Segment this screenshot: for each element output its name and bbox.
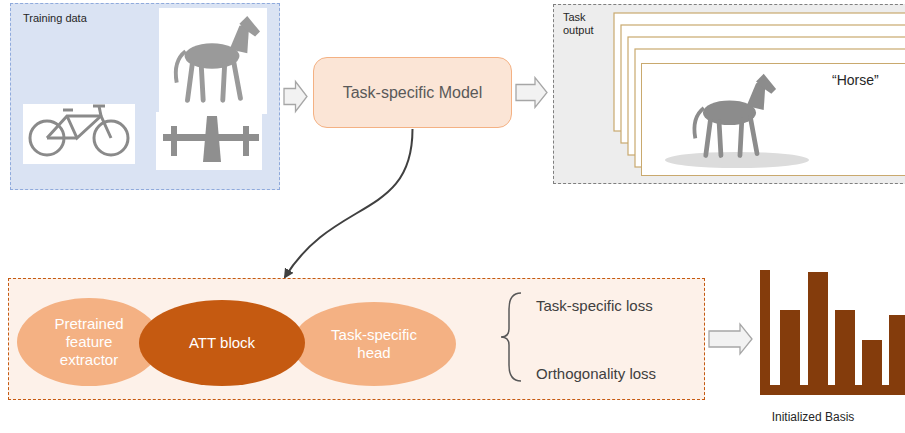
node-label: Task-specific head [319,326,429,362]
loss-label: Task-specific loss [536,297,653,314]
flow-arrow [709,324,752,354]
module-panel: Pretrained feature extractor ATT block Tas… [8,278,705,400]
node-label: Training data [23,12,279,25]
flow-arrow [284,82,307,112]
chart-node: Initialized Basis [758,270,905,430]
flow-arrow [285,129,413,277]
output-panel: Task output “Horse” [553,4,905,184]
training-images [11,4,281,191]
output-card: “Horse” [641,63,905,176]
flow-arrow [516,78,547,108]
loss-label: Orthogonality loss [536,365,656,382]
node-label: Pretrained feature extractor [39,315,139,369]
node-label: “Horse” [832,72,879,89]
node-label: Task-specific Model [343,83,483,102]
module-ellipse: ATT block [138,299,306,387]
process-box: Task-specific Model [313,57,512,128]
node-label: ATT block [162,334,282,352]
node-label: Task output [563,11,603,37]
module-ellipse: Task-specific head [291,301,457,387]
data-panel: Training data [10,3,280,190]
node-label: Initialized Basis [758,410,868,424]
bar-chart-icon [758,270,905,400]
